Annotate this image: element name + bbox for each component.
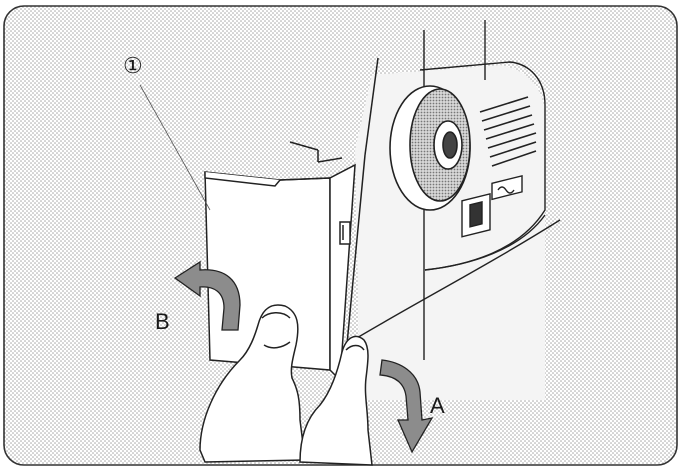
- power-cord: [344, 219, 561, 346]
- left-hand: [199, 304, 306, 463]
- power-switch: [461, 174, 523, 238]
- callout-part-1: ①: [123, 53, 143, 78]
- machine-body: [355, 20, 546, 400]
- handwheel: [389, 85, 471, 211]
- arrow-b-icon: [173, 260, 241, 331]
- arrow-a-label: A: [430, 393, 445, 418]
- arrow-b-label: B: [155, 309, 170, 334]
- arrow-a-icon: [379, 359, 434, 454]
- vent-slots: [479, 96, 537, 167]
- callout-leader: [139, 84, 211, 211]
- right-hand: [299, 335, 373, 466]
